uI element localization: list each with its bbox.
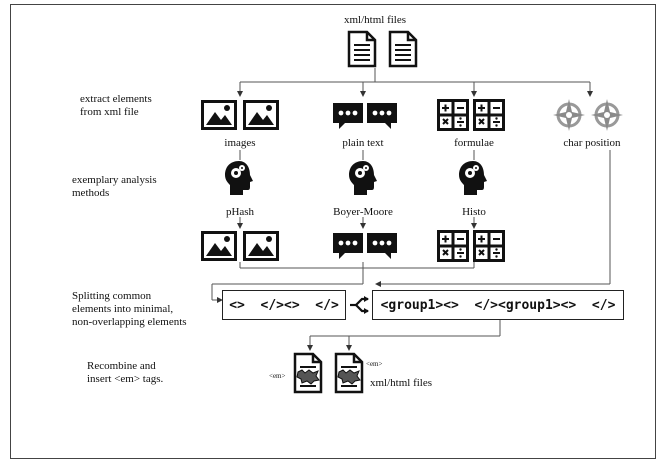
method-label-phash: pHash (225, 206, 255, 218)
type-label-plain-text: plain text (342, 137, 384, 149)
row-label-analysis: exemplary analysis methods (72, 174, 157, 199)
speech-bubble-icon (367, 233, 397, 259)
speech-bubble-icon (333, 233, 363, 259)
row-label-recombine: Recombine and insert <em> tags. (87, 360, 164, 385)
diagram-frame (10, 4, 656, 459)
method-label-boyer-moore: Boyer-Moore (333, 206, 393, 218)
em-tag-left: <em> (269, 372, 286, 380)
document-icon (388, 30, 418, 68)
bottom-files-label: xml/html files (370, 377, 433, 389)
type-label-images: images (224, 137, 256, 149)
speech-bubble-icon (333, 103, 363, 129)
head-gears-icon (349, 161, 377, 195)
compass-icon (553, 99, 585, 131)
row-label-extract: extract elements from xml file (80, 93, 152, 118)
calculator-icon (437, 99, 469, 131)
type-label-char-position: char position (563, 137, 621, 149)
document-icon (293, 352, 323, 394)
head-gears-icon (459, 161, 487, 195)
row-label-split: Splitting common elements into minimal, … (72, 290, 187, 328)
method-label-histo: Histo (462, 206, 486, 218)
split-arrow-icon (350, 296, 369, 314)
document-icon (347, 30, 377, 68)
top-files-label: xml/html files (343, 14, 407, 26)
calculator-icon (473, 230, 505, 262)
split-box-left: <> </><> </> (222, 290, 346, 320)
split-box-right: <group1><> </><group1><> </> (372, 290, 624, 320)
image-icon (243, 231, 279, 261)
image-icon (243, 100, 279, 130)
type-label-formulae: formulae (454, 137, 494, 149)
document-icon (334, 352, 364, 394)
calculator-icon (473, 99, 505, 131)
compass-icon (591, 99, 623, 131)
image-icon (201, 231, 237, 261)
speech-bubble-icon (367, 103, 397, 129)
calculator-icon (437, 230, 469, 262)
head-gears-icon (225, 161, 253, 195)
image-icon (201, 100, 237, 130)
em-tag-right: <em> (366, 360, 383, 368)
